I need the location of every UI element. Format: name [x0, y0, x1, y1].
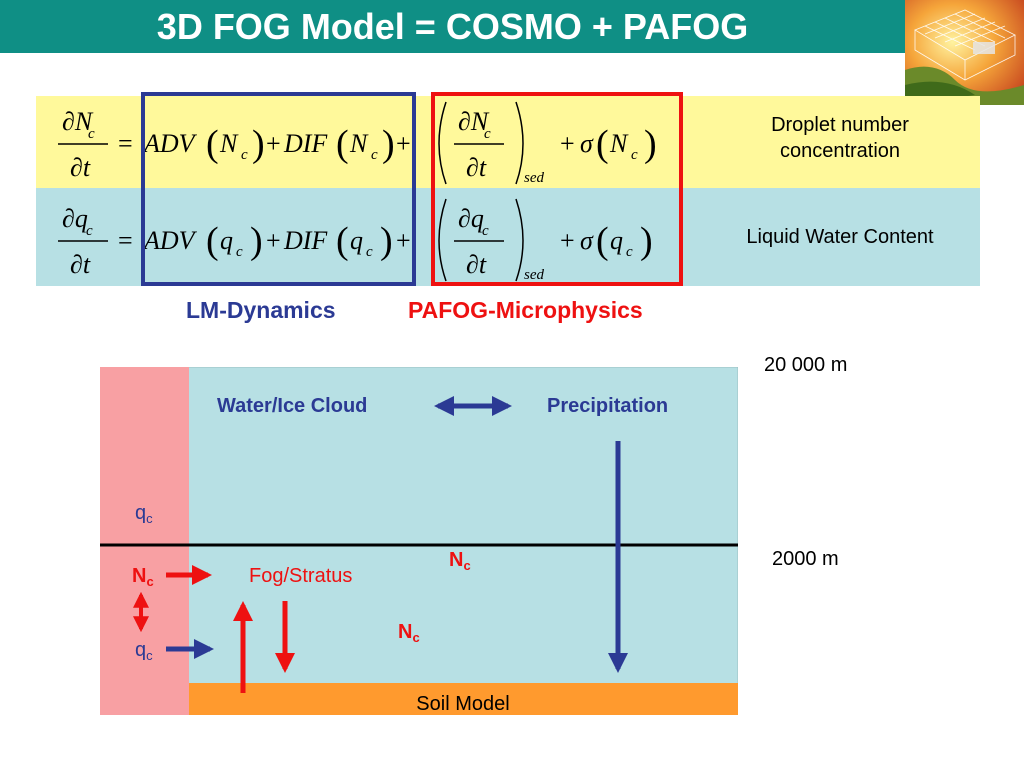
- svg-text:(: (: [596, 220, 609, 262]
- droplet-number-row: [36, 96, 980, 188]
- svg-text:): ): [252, 123, 265, 165]
- altitude-mid-label: 2000 m: [772, 548, 839, 570]
- qc-upper-label: qc: [135, 502, 153, 526]
- svg-text:(: (: [596, 123, 609, 165]
- qc-sed-num: ∂q: [458, 204, 484, 233]
- model-schematic: Water/Ice Cloud Precipitation qc Nc qc F…: [100, 367, 738, 715]
- nc-lhs-den: ∂t: [70, 153, 91, 182]
- atmosphere-area: [100, 367, 738, 715]
- qc-lhs-sub: c: [86, 223, 93, 239]
- qc-sed-label: sed: [524, 267, 544, 283]
- qc-dif-var: q: [350, 226, 363, 255]
- nc-lhs-sub: c: [88, 126, 95, 142]
- water-ice-cloud-label: Water/Ice Cloud: [217, 395, 367, 417]
- fog-stratus-label: Fog/Stratus: [249, 565, 352, 587]
- svg-text:=: =: [118, 226, 133, 255]
- qc-sigma-var: q: [610, 226, 623, 255]
- svg-text:+: +: [560, 226, 575, 255]
- nc-sigma: σ: [580, 129, 594, 158]
- qc-adv: ADV: [142, 226, 198, 255]
- svg-text:(: (: [336, 123, 349, 165]
- svg-text:+: +: [266, 226, 281, 255]
- nc-lhs-num: ∂N: [62, 107, 94, 136]
- lm-dynamics-box: [141, 92, 416, 286]
- nc-left-label: Nc: [132, 565, 154, 589]
- qc-dif-sub: c: [366, 244, 373, 260]
- svg-text:(: (: [336, 220, 349, 262]
- nc-sed-den: ∂t: [466, 153, 487, 182]
- nc-dif-sub: c: [371, 147, 378, 163]
- altitude-top-label: 20 000 m: [764, 354, 848, 376]
- svg-text:+: +: [396, 226, 411, 255]
- nc-equation: ∂N c ∂t = ADV ( N c ) + DIF ( N c ) + ∂N…: [58, 101, 657, 186]
- svg-text:): ): [382, 123, 395, 165]
- qc-lower-label: qc: [135, 639, 153, 663]
- qc-sigma: σ: [580, 226, 594, 255]
- svg-text:): ): [644, 123, 657, 165]
- qc-dif: DIF: [283, 226, 328, 255]
- soil-model-layer: [189, 683, 738, 715]
- liquid-water-description: Liquid Water Content: [746, 226, 934, 248]
- qc-equation: ∂q c ∂t = ADV ( q c ) + DIF ( q c ) + ∂q…: [58, 198, 653, 283]
- qc-sed-sub: c: [482, 223, 489, 239]
- nc-dif-var: N: [349, 129, 369, 158]
- pafog-microphysics-box: [431, 92, 683, 286]
- nc-sed-num: ∂N: [458, 107, 490, 136]
- boundary-column: [100, 367, 189, 715]
- nc-sed-label: sed: [524, 170, 544, 186]
- pafog-microphysics-label: PAFOG-Microphysics: [408, 297, 643, 323]
- svg-text:=: =: [118, 129, 133, 158]
- qc-adv-var: q: [220, 226, 233, 255]
- title-bar: 3D FOG Model = COSMO + PAFOG: [0, 0, 1024, 53]
- qc-lhs-den: ∂t: [70, 250, 91, 279]
- nc-adv-var: N: [219, 129, 239, 158]
- precipitation-label: Precipitation: [547, 395, 668, 417]
- svg-text:(: (: [206, 123, 219, 165]
- nc-adv: ADV: [142, 129, 198, 158]
- qc-lhs-num: ∂q: [62, 204, 88, 233]
- soil-model-label: Soil Model: [416, 693, 509, 715]
- svg-text:(: (: [206, 220, 219, 262]
- slide-title: 3D FOG Model = COSMO + PAFOG: [156, 6, 749, 47]
- qc-adv-sub: c: [236, 244, 243, 260]
- svg-text:+: +: [396, 129, 411, 158]
- svg-text:+: +: [560, 129, 575, 158]
- nc-sigma-sub: c: [631, 147, 638, 163]
- lm-dynamics-label: LM-Dynamics: [186, 297, 336, 323]
- nc-sed-sub: c: [484, 126, 491, 142]
- svg-text:): ): [250, 220, 263, 262]
- qc-sigma-sub: c: [626, 244, 633, 260]
- droplet-number-description: Droplet number concentration: [771, 114, 909, 162]
- qc-sed-den: ∂t: [466, 250, 487, 279]
- model-grid-logo: [905, 0, 1024, 105]
- liquid-water-row: [36, 188, 980, 286]
- nc-dif: DIF: [283, 129, 328, 158]
- nc-mid-top-label: Nc: [449, 549, 471, 573]
- svg-text:): ): [640, 220, 653, 262]
- svg-text:): ): [380, 220, 393, 262]
- nc-sigma-var: N: [609, 129, 629, 158]
- svg-text:+: +: [266, 129, 281, 158]
- nc-adv-sub: c: [241, 147, 248, 163]
- nc-mid-low-label: Nc: [398, 621, 420, 645]
